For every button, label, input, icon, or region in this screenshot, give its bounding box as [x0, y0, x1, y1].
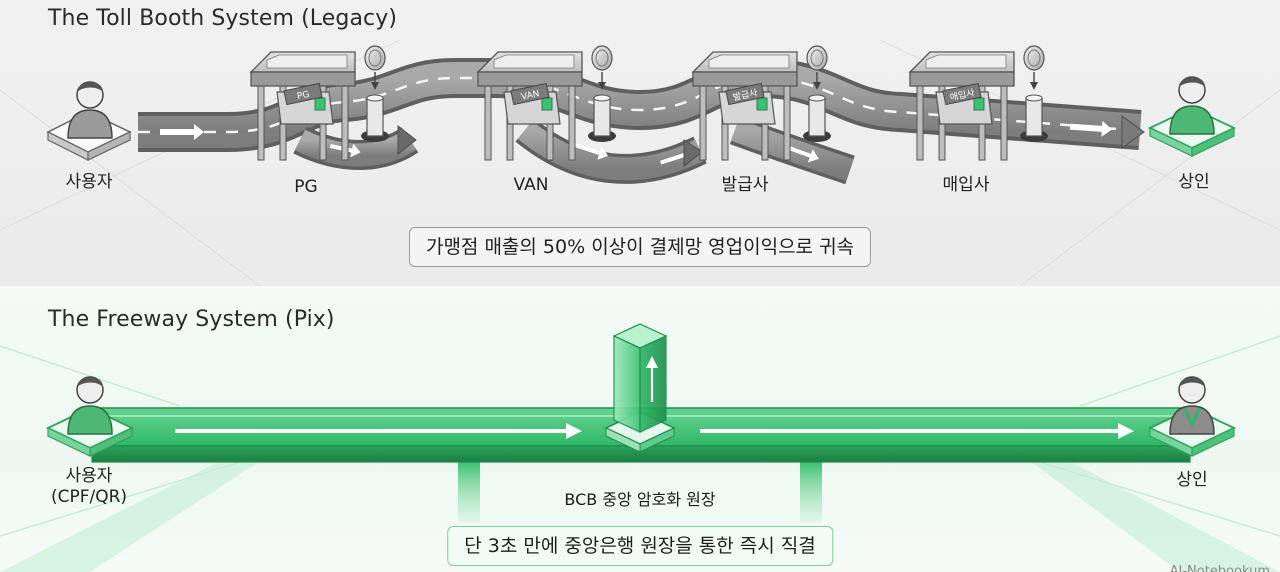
node-label-issuer: 발급사 — [721, 175, 769, 195]
ledger-pillar-icon — [604, 323, 676, 453]
user-sublabel: (CPF/QR) — [50, 487, 128, 507]
coin-icon — [364, 45, 386, 90]
node-label-merchant: 상인 — [1178, 172, 1210, 192]
booth-sign: VAN — [520, 89, 540, 103]
coin-icon — [1023, 45, 1045, 90]
booth-sign: 발급사 — [732, 87, 759, 103]
node-label-user: 사용자 (CPF/QR) — [51, 466, 127, 508]
toll-booth-icon: 매입사 — [908, 51, 1015, 161]
ledger-label: BCB 중앙 암호화 원장 — [564, 490, 716, 509]
watermark: AI-Notebookum — [1169, 564, 1270, 572]
toll-barrier-icon — [803, 94, 831, 142]
toll-barrier-icon — [588, 94, 616, 142]
node-label-acquirer: 매입사 — [942, 175, 990, 195]
highway-supports — [458, 462, 822, 522]
toll-booth-icon: VAN — [476, 51, 583, 161]
toll-barrier-icon — [1020, 94, 1048, 142]
node-label-user: 사용자 — [65, 172, 113, 192]
legacy-caption: 가맹점 매출의 50% 이상이 결제망 영업이익으로 귀속 — [408, 227, 872, 267]
toll-booth-icon: 발급사 — [691, 51, 798, 161]
pix-panel: The Freeway System (Pix) 사용자 (CPF/QR) 상인… — [0, 286, 1280, 572]
node-label-van: VAN — [513, 175, 549, 195]
toll-barrier-icon — [361, 94, 389, 142]
direct-arrow-icon — [175, 423, 1134, 439]
pix-scene — [0, 323, 1280, 572]
person-icon — [67, 376, 113, 435]
person-icon — [1169, 76, 1215, 135]
pix-caption: 단 3초 만에 중앙은행 원장을 통한 즉시 직결 — [447, 526, 833, 566]
person-icon — [67, 81, 113, 139]
node-label-merchant: 상인 — [1176, 470, 1208, 490]
pix-title: The Freeway System (Pix) — [48, 307, 335, 332]
toll-booths: PG VAN 발급사 매입사 — [249, 45, 1048, 161]
user-label: 사용자 — [65, 466, 113, 486]
coin-icon — [806, 45, 828, 90]
legacy-title: The Toll Booth System (Legacy) — [48, 6, 398, 31]
toll-booth-icon: PG — [249, 51, 356, 161]
node-label-pg: PG — [294, 177, 318, 197]
person-icon — [1169, 376, 1215, 435]
booth-sign: PG — [296, 90, 310, 102]
coin-icon — [591, 45, 613, 90]
